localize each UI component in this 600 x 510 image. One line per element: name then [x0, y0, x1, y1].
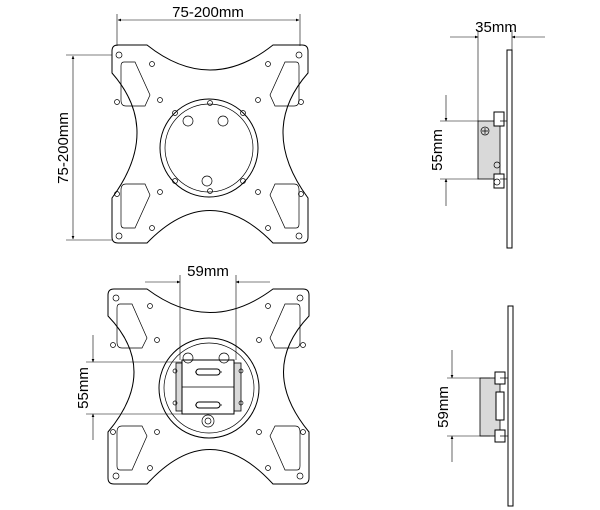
mounting-holes-bottom [110, 294, 306, 480]
height-dimension-label: 75-200mm [55, 112, 72, 184]
side-plate [506, 49, 513, 249]
arm-dimension-label: 55mm [429, 129, 446, 171]
bracket-width-label: 59mm [187, 263, 229, 280]
mounting-plate-outline-bottom [107, 288, 310, 485]
slot-bottom-right [269, 183, 300, 229]
slot-top-right [269, 61, 300, 107]
center-disc-inner [164, 103, 254, 193]
width-dimension-label: 75-200mm [172, 4, 244, 21]
side-view-bottom: 59mm [435, 305, 514, 507]
side-bracket-label: 59mm [435, 386, 452, 428]
side-view-top: 35mm 55mm [429, 19, 545, 249]
center-disc-outer [159, 98, 259, 198]
mounting-holes [114, 51, 304, 240]
front-view-top: 75-200mm 75-200mm [55, 4, 309, 244]
slot-top-left [120, 61, 151, 107]
slot-bottom-left [120, 183, 151, 229]
center-disc-bottom [158, 337, 260, 439]
depth-dimension-label: 35mm [475, 19, 517, 36]
front-view-bottom: 59mm 55mm [75, 263, 310, 485]
side-bracket-top [477, 120, 501, 180]
bracket-front [172, 352, 244, 428]
mounting-plate-outline [111, 44, 309, 244]
bracket-height-label: 55mm [75, 367, 92, 409]
